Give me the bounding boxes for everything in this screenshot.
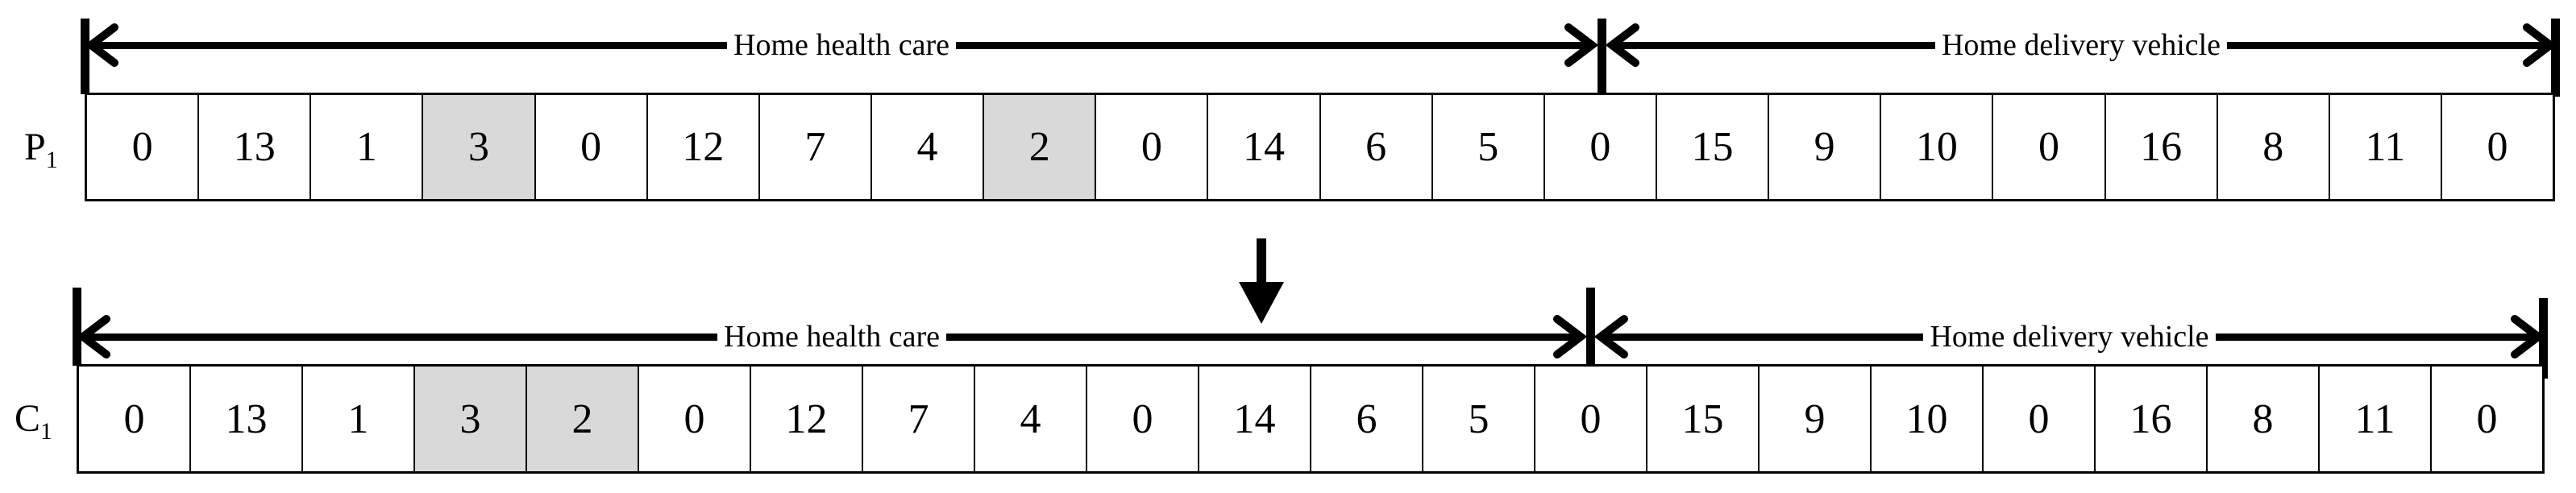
- down-arrow-shaft: [1257, 238, 1266, 282]
- row-label-c1-subscript: 1: [40, 418, 53, 445]
- gene-cell: 0: [1992, 95, 2104, 199]
- gene-cell: 11: [2318, 367, 2430, 471]
- gene-cell: 16: [2104, 95, 2217, 199]
- gene-cell: 7: [862, 367, 974, 471]
- span-arrow-home-health-care-c1: Home health care: [77, 315, 1587, 358]
- gene-cell: 8: [2206, 367, 2318, 471]
- gene-cell: 0: [1543, 95, 1656, 199]
- arrow-line: [2215, 333, 2538, 341]
- span-divider-tick: [1598, 19, 1606, 95]
- span-label-home-health-care-p1: Home health care: [733, 28, 949, 62]
- arrow-line: [1601, 333, 1924, 341]
- gene-cell: 1: [301, 367, 413, 471]
- gene-cell: 11: [2328, 95, 2441, 199]
- gene-cell-shaded: 3: [413, 367, 526, 471]
- gene-cell: 15: [1655, 95, 1768, 199]
- gene-cell: 12: [750, 367, 862, 471]
- gene-cell: 0: [1095, 95, 1207, 199]
- arrow-line: [83, 333, 718, 341]
- span-arrow-home-delivery-vehicle-p1: Home delivery vehicle: [1606, 23, 2557, 67]
- span-arrow-home-health-care-p1: Home health care: [85, 23, 1598, 67]
- gene-cell: 13: [189, 367, 301, 471]
- span-end-tick: [2539, 298, 2548, 379]
- arrowhead-right-icon: [1553, 315, 1587, 358]
- gene-cell: 6: [1310, 367, 1422, 471]
- gene-cell: 13: [197, 95, 310, 199]
- gene-cell: 5: [1431, 95, 1544, 199]
- gene-cell: 8: [2216, 95, 2329, 199]
- span-start-tick: [73, 288, 81, 366]
- row-label-p1: P1: [24, 125, 58, 183]
- gene-cell: 4: [974, 367, 1086, 471]
- arrowhead-right-icon: [1564, 23, 1598, 67]
- gene-cell: 15: [1646, 367, 1758, 471]
- arrow-line: [1612, 41, 1935, 49]
- gene-cell: 0: [1534, 367, 1646, 471]
- gene-cell: 12: [646, 95, 758, 199]
- gene-cell: 16: [2094, 367, 2206, 471]
- gene-cell: 14: [1198, 367, 1310, 471]
- gene-cell: 5: [1422, 367, 1534, 471]
- span-divider-tick: [1586, 288, 1595, 367]
- row-label-c1-letter: C: [15, 397, 41, 440]
- gene-cell: 6: [1319, 95, 1431, 199]
- gene-cell: 9: [1758, 367, 1870, 471]
- gene-cell: 0: [1086, 367, 1198, 471]
- gene-cell: 10: [1870, 367, 1982, 471]
- row-label-p1-subscript: 1: [45, 147, 58, 173]
- gene-cell-shaded: 2: [983, 95, 1095, 199]
- span-label-home-health-care-c1: Home health care: [724, 320, 940, 354]
- gene-cell: 0: [534, 95, 646, 199]
- gene-cell: 0: [2430, 367, 2542, 471]
- span-start-tick: [81, 19, 89, 94]
- arrow-line: [91, 41, 728, 49]
- gene-cell: 14: [1207, 95, 1319, 199]
- gene-cell: 0: [79, 367, 189, 471]
- gene-cell: 9: [1768, 95, 1880, 199]
- span-label-home-delivery-vehicle-p1: Home delivery vehicle: [1941, 28, 2221, 62]
- arrow-line: [2227, 41, 2550, 49]
- gene-cell-shaded: 3: [422, 95, 534, 199]
- arrow-line: [955, 41, 1592, 49]
- gene-cell: 4: [870, 95, 983, 199]
- gene-cell: 7: [758, 95, 870, 199]
- gene-cell: 0: [2440, 95, 2553, 199]
- gene-cell: 1: [310, 95, 422, 199]
- gene-cell: 10: [1880, 95, 1992, 199]
- gene-cell: 0: [1982, 367, 2094, 471]
- row-label-p1-letter: P: [24, 126, 46, 168]
- arrowhead-right-icon: [2511, 315, 2545, 358]
- gene-cell-shaded: 2: [526, 367, 638, 471]
- arrowhead-right-icon: [2523, 23, 2557, 67]
- gene-cell: 0: [638, 367, 750, 471]
- row-label-c1: C1: [15, 396, 52, 454]
- down-arrow-head: [1239, 282, 1284, 324]
- arrow-line: [945, 333, 1581, 341]
- span-arrow-home-delivery-vehicle-c1: Home delivery vehicle: [1594, 315, 2545, 358]
- mutation-down-arrow-icon: [1239, 238, 1284, 324]
- span-end-tick: [2551, 19, 2560, 97]
- gene-cell: 0: [87, 95, 198, 199]
- span-label-home-delivery-vehicle-c1: Home delivery vehicle: [1930, 320, 2209, 354]
